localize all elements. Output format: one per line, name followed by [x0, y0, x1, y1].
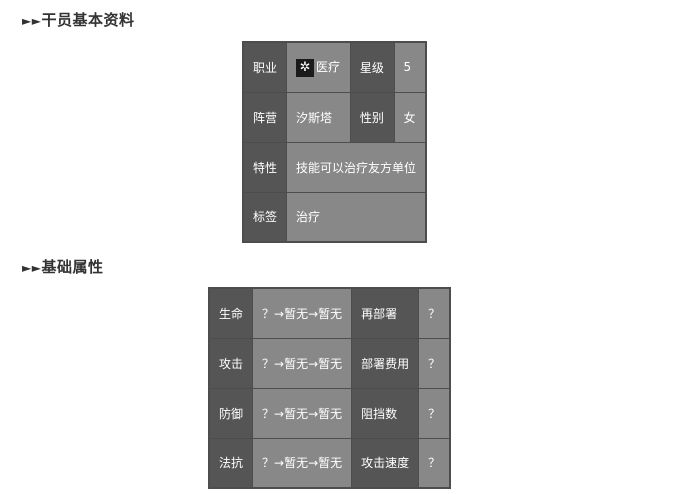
- deploy-cost-value: ？: [418, 337, 451, 389]
- atk-speed-value: ？: [418, 437, 451, 489]
- arrow-icon: ►►: [22, 14, 42, 28]
- table-row: 阵营 汐斯塔 性别 女: [242, 91, 427, 143]
- gender-label: 性别: [349, 91, 395, 143]
- redeploy-label: 再部署: [351, 287, 420, 339]
- block-value: ？: [418, 387, 451, 439]
- atk-value: ？→暂无→暂无: [252, 337, 353, 389]
- table-row: 生命 ？→暂无→暂无 再部署 ？: [208, 287, 451, 339]
- redeploy-value: ？: [418, 287, 451, 339]
- section-title-text: 基础属性: [41, 258, 104, 276]
- trait-label: 特性: [242, 141, 288, 193]
- def-value: ？→暂无→暂无: [252, 387, 353, 439]
- hp-value: ？→暂无→暂无: [252, 287, 353, 339]
- rarity-label: 星级: [349, 41, 395, 93]
- block-label: 阻挡数: [351, 387, 420, 439]
- atk-speed-label: 攻击速度: [351, 437, 420, 489]
- table-row: 标签 治疗: [242, 191, 427, 243]
- tags-label: 标签: [242, 191, 288, 243]
- res-label: 法抗: [208, 437, 254, 489]
- tags-value: 治疗: [286, 191, 427, 243]
- section-title-basic-info: ►►干员基本资料: [22, 9, 134, 30]
- gender-value: 女: [393, 91, 427, 143]
- def-label: 防御: [208, 387, 254, 439]
- faction-value: 汐斯塔: [286, 91, 351, 143]
- arrow-icon: ►►: [22, 261, 42, 275]
- deploy-cost-label: 部署费用: [351, 337, 420, 389]
- base-stats-table: 生命 ？→暂无→暂无 再部署 ？ 攻击 ？→暂无→暂无 部署费用 ？ 防御 ？→…: [208, 287, 452, 489]
- section-title-base-stats: ►►基础属性: [22, 256, 103, 277]
- table-row: 法抗 ？→暂无→暂无 攻击速度 ？: [208, 437, 451, 489]
- table-row: 职业 ✲医疗 星级 5: [242, 41, 427, 93]
- atk-label: 攻击: [208, 337, 254, 389]
- rarity-value: 5: [393, 41, 427, 93]
- hp-label: 生命: [208, 287, 254, 339]
- class-value-cell: ✲医疗: [286, 41, 351, 93]
- res-value: ？→暂无→暂无: [252, 437, 353, 489]
- table-row: 防御 ？→暂无→暂无 阻挡数 ？: [208, 387, 451, 439]
- faction-label: 阵营: [242, 91, 288, 143]
- medic-class-icon: ✲: [296, 58, 315, 77]
- class-label: 职业: [242, 41, 288, 93]
- class-value: 医疗: [316, 60, 341, 74]
- table-row: 特性 技能可以治疗友方单位: [242, 141, 427, 193]
- table-row: 攻击 ？→暂无→暂无 部署费用 ？: [208, 337, 451, 389]
- basic-info-table: 职业 ✲医疗 星级 5 阵营 汐斯塔 性别 女 特性 技能可以治疗友方单位 标签…: [242, 41, 428, 243]
- section-title-text: 干员基本资料: [41, 11, 135, 29]
- trait-value: 技能可以治疗友方单位: [286, 141, 427, 193]
